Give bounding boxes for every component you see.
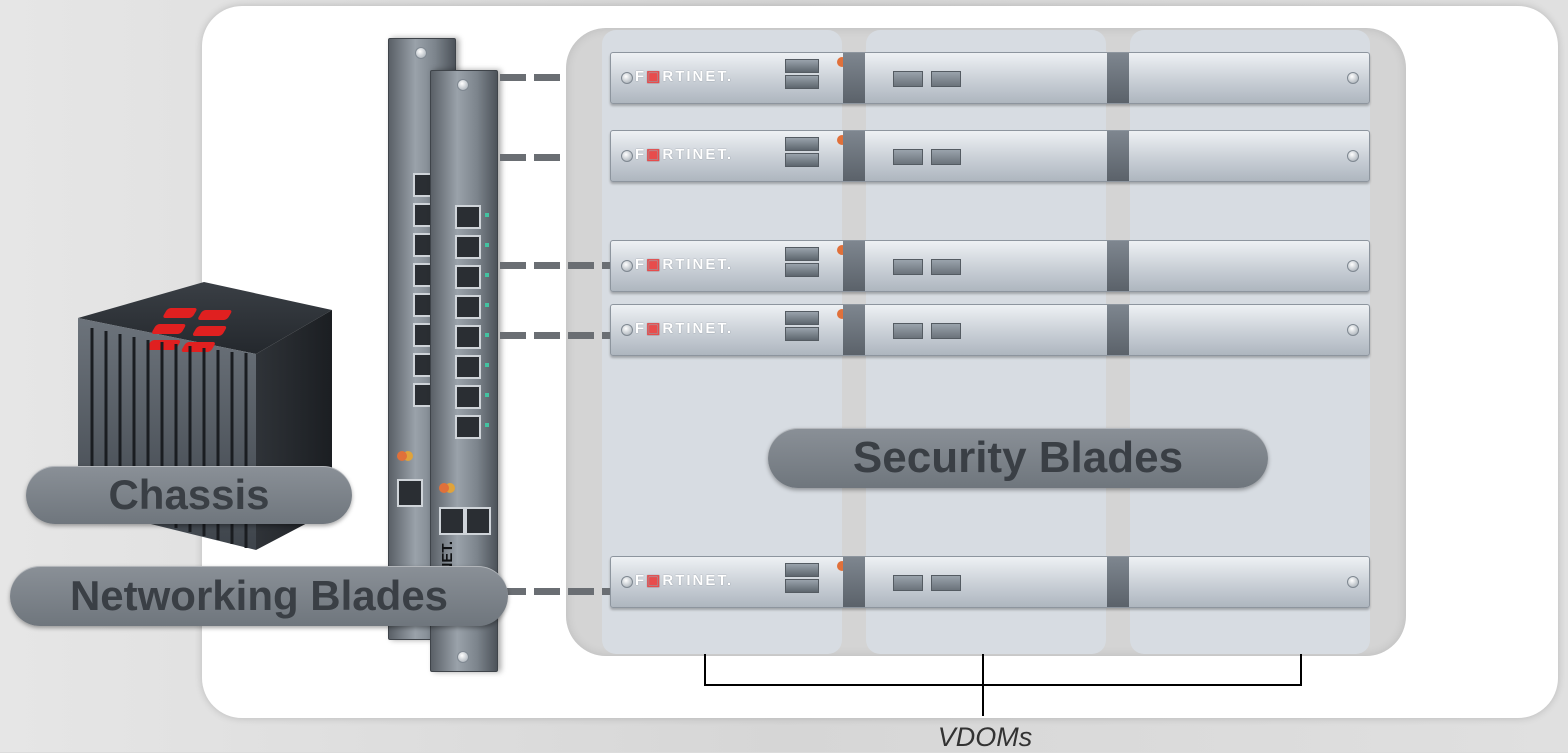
port-icon bbox=[893, 323, 923, 339]
port-icon bbox=[465, 507, 491, 535]
knob-icon bbox=[621, 576, 633, 588]
port-icon bbox=[455, 235, 481, 259]
port-icon bbox=[785, 153, 819, 167]
port-icon bbox=[893, 259, 923, 275]
port-icon bbox=[785, 327, 819, 341]
knob-icon bbox=[457, 79, 469, 91]
led-icon bbox=[485, 213, 489, 217]
knob-icon bbox=[1347, 576, 1359, 588]
led-icon bbox=[837, 57, 847, 67]
blade-divider bbox=[843, 53, 865, 103]
blade-brand: F▣RTINET. bbox=[635, 146, 734, 163]
blade-divider bbox=[843, 305, 865, 355]
port-icon bbox=[455, 325, 481, 349]
chassis-label: Chassis bbox=[26, 466, 352, 524]
blade-divider bbox=[843, 241, 865, 291]
blade-brand: F▣RTINET. bbox=[635, 572, 734, 589]
port-icon bbox=[931, 149, 961, 165]
security-blade-2: F▣RTINET. bbox=[610, 130, 1370, 182]
led-icon bbox=[485, 303, 489, 307]
port-icon bbox=[455, 205, 481, 229]
led-icon bbox=[485, 333, 489, 337]
vdom-bracket-left bbox=[704, 654, 706, 686]
port-icon bbox=[785, 137, 819, 151]
port-icon bbox=[931, 71, 961, 87]
connector-line bbox=[500, 154, 566, 161]
blade-divider bbox=[1107, 305, 1129, 355]
led-icon bbox=[485, 243, 489, 247]
blade-divider bbox=[1107, 557, 1129, 607]
blade-brand: F▣RTINET. bbox=[635, 68, 734, 85]
knob-icon bbox=[1347, 260, 1359, 272]
knob-icon bbox=[1347, 150, 1359, 162]
led-icon bbox=[837, 135, 847, 145]
port-icon bbox=[893, 71, 923, 87]
knob-icon bbox=[415, 47, 427, 59]
security-blade-4: F▣RTINET. bbox=[610, 304, 1370, 356]
led-icon bbox=[485, 393, 489, 397]
knob-icon bbox=[1347, 72, 1359, 84]
blade-brand: F▣RTINET. bbox=[635, 320, 734, 337]
port-icon bbox=[455, 355, 481, 379]
port-icon bbox=[893, 149, 923, 165]
blade-divider bbox=[843, 131, 865, 181]
vdom-bracket-stem bbox=[982, 654, 984, 716]
led-icon bbox=[485, 363, 489, 367]
port-icon bbox=[785, 59, 819, 73]
led-icon bbox=[837, 561, 847, 571]
led-icon bbox=[397, 451, 407, 461]
knob-icon bbox=[621, 324, 633, 336]
port-icon bbox=[785, 563, 819, 577]
knob-icon bbox=[457, 651, 469, 663]
blade-brand: F▣RTINET. bbox=[635, 256, 734, 273]
security-blade-1: F▣RTINET. bbox=[610, 52, 1370, 104]
port-icon bbox=[785, 75, 819, 89]
knob-icon bbox=[621, 260, 633, 272]
security-blade-3: F▣RTINET. bbox=[610, 240, 1370, 292]
knob-icon bbox=[1347, 324, 1359, 336]
connector-line bbox=[500, 588, 610, 595]
port-icon bbox=[439, 507, 465, 535]
port-icon bbox=[785, 579, 819, 593]
port-icon bbox=[931, 323, 961, 339]
port-icon bbox=[455, 265, 481, 289]
port-icon bbox=[931, 259, 961, 275]
port-icon bbox=[455, 415, 481, 439]
vdom-bracket-bar bbox=[704, 684, 1302, 686]
connector-line bbox=[500, 332, 610, 339]
blade-divider bbox=[1107, 131, 1129, 181]
port-icon bbox=[931, 575, 961, 591]
blade-divider bbox=[843, 557, 865, 607]
led-icon bbox=[485, 423, 489, 427]
port-icon bbox=[893, 575, 923, 591]
led-icon bbox=[837, 309, 847, 319]
security-blades-label: Security Blades bbox=[768, 428, 1268, 488]
security-blade-5: F▣RTINET. bbox=[610, 556, 1370, 608]
networking-blades-label: Networking Blades bbox=[10, 566, 508, 626]
connector-line bbox=[500, 262, 610, 269]
port-icon bbox=[785, 247, 819, 261]
port-icon bbox=[397, 479, 423, 507]
vdom-bracket-right bbox=[1300, 654, 1302, 686]
knob-icon bbox=[621, 150, 633, 162]
port-icon bbox=[785, 263, 819, 277]
port-icon bbox=[455, 295, 481, 319]
blade-divider bbox=[1107, 53, 1129, 103]
blade-divider bbox=[1107, 241, 1129, 291]
led-icon bbox=[439, 483, 449, 493]
connector-line bbox=[500, 74, 566, 81]
led-icon bbox=[837, 245, 847, 255]
port-icon bbox=[785, 311, 819, 325]
knob-icon bbox=[621, 72, 633, 84]
vdoms-label: VDOMs bbox=[937, 722, 1033, 752]
led-icon bbox=[485, 273, 489, 277]
port-icon bbox=[455, 385, 481, 409]
